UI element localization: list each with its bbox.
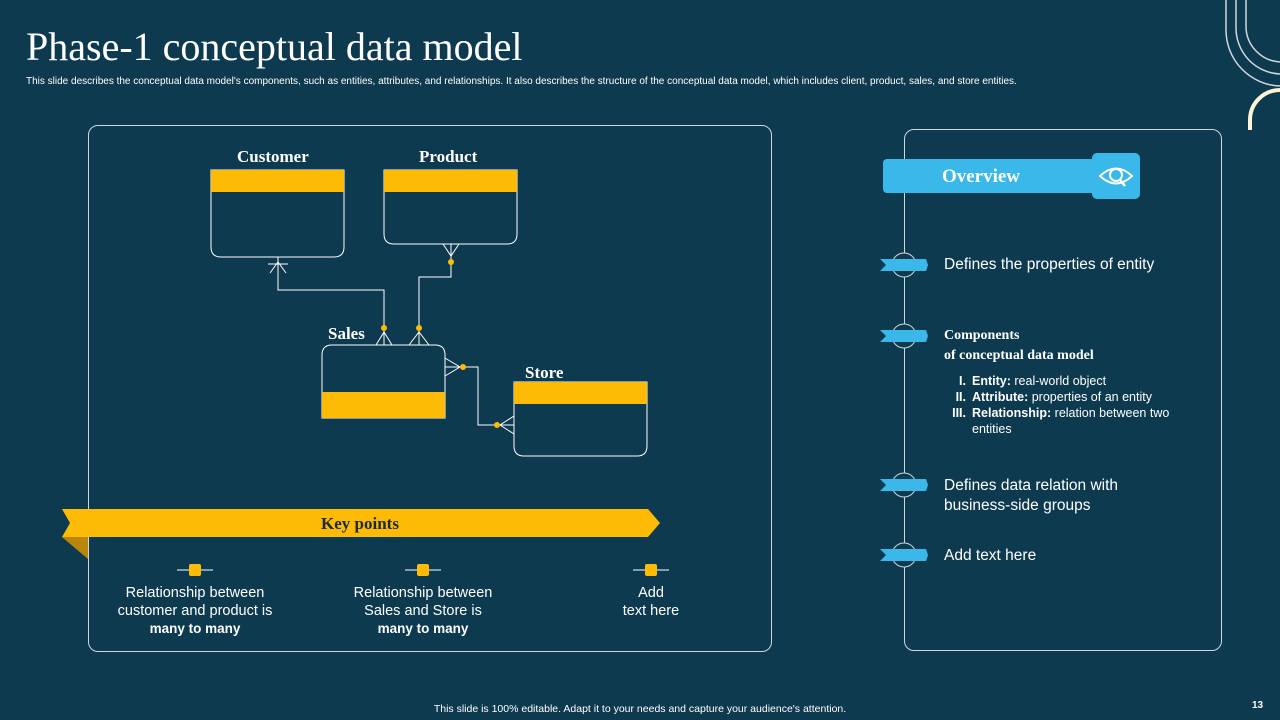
customer-entity-box — [210, 169, 345, 258]
key-point-3-line2: text here — [622, 603, 680, 619]
components-heading-line1: Components — [944, 328, 1020, 343]
product-entity-label: Product — [419, 147, 478, 166]
list-item-number: III. — [952, 406, 966, 420]
list-item-desc: properties of an entity — [1031, 390, 1152, 404]
key-point-2-line1: Relationship between — [353, 585, 493, 601]
timeline-node-4-icon — [880, 542, 928, 568]
key-point-3: Add text here — [551, 562, 751, 620]
key-point-marker-icon — [633, 564, 669, 576]
slide-title: Phase-1 conceptual data model — [26, 24, 523, 69]
key-points-banner — [62, 509, 660, 559]
diagram-panel — [88, 125, 772, 652]
customer-entity-label: Customer — [237, 147, 309, 166]
key-point-2-bold: many to many — [377, 621, 469, 636]
key-point-marker-icon — [405, 564, 441, 576]
list-item-desc: relation between two entities — [972, 406, 1170, 436]
store-entity-box — [513, 381, 648, 457]
timeline-node-3-icon — [880, 472, 928, 498]
overview-point-3: Defines data relation with business-side… — [944, 476, 1118, 516]
decorative-arcs — [1225, 0, 1280, 130]
page-number: 13 — [1252, 700, 1264, 711]
components-heading: Components of conceptual data model — [944, 326, 1204, 366]
store-entity-label: Store — [525, 363, 564, 382]
key-point-1: Relationship between customer and produc… — [95, 562, 295, 638]
components-list-item: III. Relationship: relation between two … — [944, 405, 1204, 437]
relationship-dots — [381, 259, 500, 428]
key-point-marker-icon — [177, 564, 213, 576]
list-item-term: Attribute: — [972, 390, 1029, 404]
slide-subtitle: This slide describes the conceptual data… — [26, 76, 1017, 87]
key-point-1-bold: many to many — [149, 621, 241, 636]
overview-header-bar — [883, 159, 1093, 193]
list-item-term: Entity: — [972, 374, 1011, 388]
timeline-line — [904, 193, 905, 613]
overview-point-3-line1: Defines data relation with — [944, 477, 1119, 494]
sales-entity-label: Sales — [328, 324, 365, 343]
overview-icon-box — [1092, 153, 1140, 199]
components-heading-line2: of conceptual data model — [944, 348, 1094, 363]
key-point-3-line1: Add — [638, 585, 664, 601]
timeline-node-2-icon — [880, 323, 928, 349]
key-point-2: Relationship between Sales and Store is … — [323, 562, 523, 638]
key-points-title: Key points — [321, 514, 399, 533]
components-list-item: II. Attribute: properties of an entity — [944, 389, 1204, 405]
list-item-desc: real-world object — [1014, 374, 1107, 388]
sales-entity-box — [321, 344, 446, 419]
slide-footer: This slide is 100% editable. Adapt it to… — [433, 703, 847, 715]
components-list-item: I. Entity: real-world object — [944, 373, 1204, 389]
key-point-1-line2: customer and product is — [117, 603, 273, 619]
timeline-node-1-icon — [880, 252, 928, 278]
overview-title: Overview — [941, 166, 1021, 187]
key-point-2-line2: Sales and Store is — [364, 603, 482, 619]
components-list: I. Entity: real-world object II. Attribu… — [944, 373, 1204, 437]
eye-magnifier-icon — [1098, 167, 1134, 187]
list-item-term: Relationship: — [972, 406, 1052, 420]
overview-point-4: Add text here — [944, 547, 1037, 564]
key-point-1-line1: Relationship between — [125, 585, 265, 601]
product-entity-box — [383, 169, 518, 245]
overview-point-3-line2: business-side groups — [944, 497, 1091, 514]
list-item-number: II. — [955, 390, 966, 404]
list-item-number: I. — [959, 374, 966, 388]
overview-point-1: Defines the properties of entity — [944, 256, 1155, 273]
